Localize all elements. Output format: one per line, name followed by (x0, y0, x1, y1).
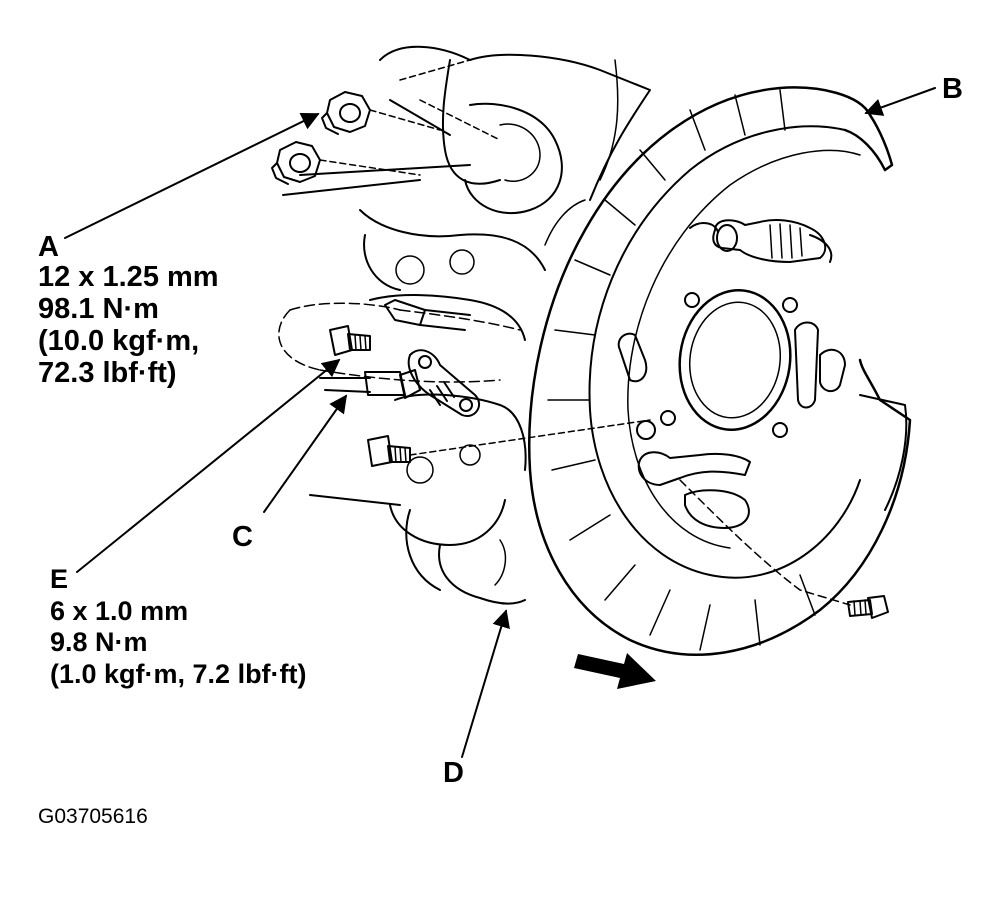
direction-arrow-icon (574, 653, 656, 689)
flange-nut-upper (321, 91, 371, 135)
callout-a-line-2: 98.1 N·m (38, 293, 159, 325)
flange-nut-lower (271, 141, 321, 185)
leader-a (64, 113, 320, 239)
callout-d-letter: D (443, 757, 464, 789)
small-bolt-right (847, 595, 889, 619)
callout-a-letter: A (38, 231, 59, 263)
callout-e-line-1: 6 x 1.0 mm (50, 596, 188, 626)
leader-b (864, 87, 936, 116)
mounting-bolt-lower (367, 435, 411, 467)
backing-plate (528, 86, 912, 656)
leader-c (263, 394, 348, 513)
leader-e (76, 358, 341, 573)
figure-id: G03705616 (38, 805, 148, 828)
leader-d (461, 609, 510, 758)
parking-brake-cable-drawing (278, 299, 521, 417)
callout-e-line-3: (1.0 kgf·m, 7.2 lbf·ft) (50, 659, 307, 689)
callout-b-letter: B (942, 73, 963, 105)
callout-a-line-1: 12 x 1.25 mm (38, 261, 219, 293)
callout-c-letter: C (232, 521, 253, 553)
callout-a-line-3: (10.0 kgf·m, (38, 325, 199, 357)
callout-e-line-2: 9.8 N·m (50, 627, 148, 657)
callout-a-line-4: 72.3 lbf·ft) (38, 357, 177, 389)
knuckle-housing-drawing (282, 45, 651, 605)
callout-e-letter: E (50, 564, 68, 594)
